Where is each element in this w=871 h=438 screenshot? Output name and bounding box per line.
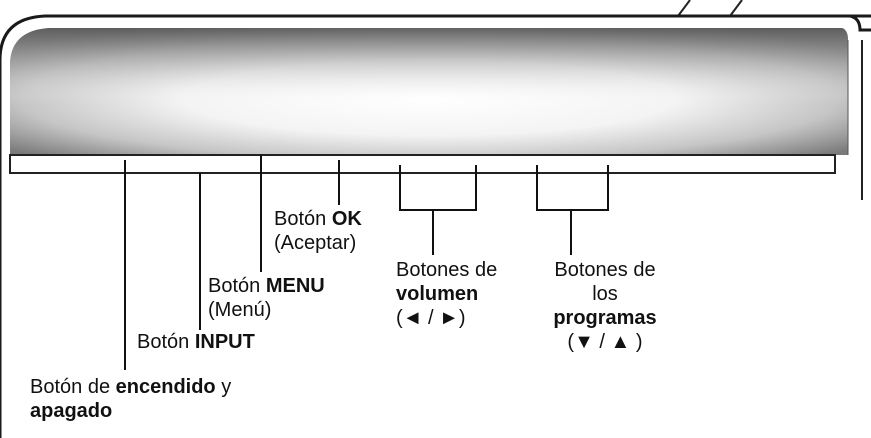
program-buttons-label: Botones de los programas (▼ / ▲ ) [553, 259, 657, 353]
input-button-label: Botón INPUT [137, 331, 255, 353]
programs-bracket [536, 165, 609, 211]
stand-edge-right [729, 0, 743, 17]
power-button-label: Botón de encendido y apagado [30, 376, 232, 422]
ok-button-label: Botón OK (Aceptar) [274, 208, 362, 254]
control-button-strip [9, 154, 836, 174]
stand-edge-left [677, 0, 691, 17]
menu-button-label: Botón MENU (Menú) [208, 275, 325, 321]
tv-body-outline [0, 14, 871, 438]
volume-bracket [399, 165, 477, 211]
volume-buttons-label: Botones de volumen (◄ / ►) [396, 259, 498, 329]
